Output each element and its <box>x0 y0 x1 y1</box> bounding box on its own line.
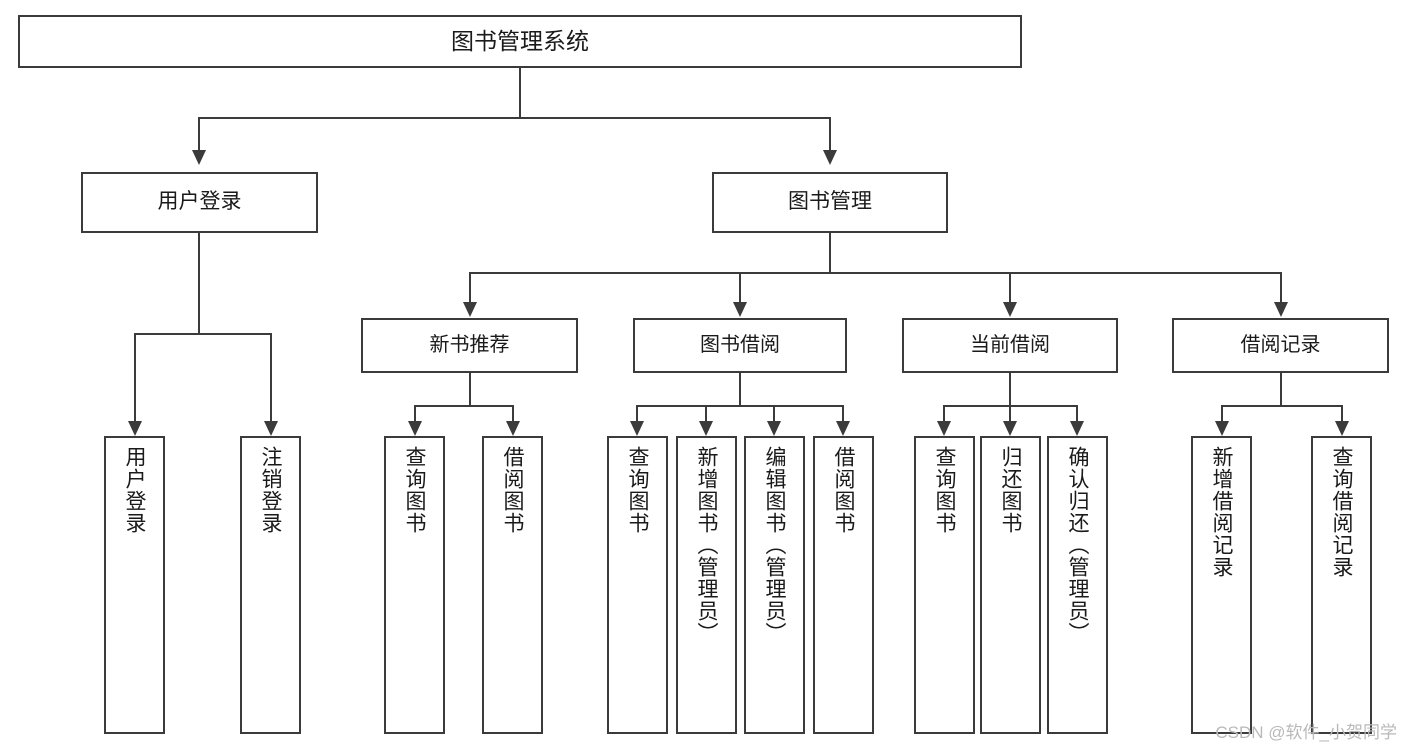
connector-current-borrow-child-1 <box>943 405 945 421</box>
connector-borrow-record-stem <box>1280 373 1282 406</box>
arrowhead-new-book-child-1 <box>408 421 422 436</box>
node-borrow-record-label: 借阅记录 <box>1240 334 1321 356</box>
connector-book-borrow-child-2 <box>705 405 707 421</box>
connector-bm-to-book-borrow <box>739 272 741 302</box>
arrowhead-user-login-child-1 <box>128 421 142 436</box>
node-leaf-borrow-book-1-label: 借阅图书 <box>501 446 524 534</box>
node-root-system[interactable]: 图书管理系统 <box>18 15 1022 68</box>
connector-current-borrow-stem <box>1009 373 1011 406</box>
arrowhead-book-borrow-child-2 <box>699 421 713 436</box>
connector-bm-to-borrow-record <box>1280 272 1282 302</box>
node-leaf-query-book-2[interactable]: 查询图书 <box>607 436 668 734</box>
node-leaf-query-book-2-label: 查询图书 <box>626 446 649 534</box>
connector-new-book-bar <box>415 405 513 407</box>
connector-new-book-child-1 <box>414 405 416 421</box>
connector-root-bar <box>198 117 831 119</box>
node-leaf-logout-login[interactable]: 注销登录 <box>240 436 301 734</box>
node-new-book-recommend-label: 新书推荐 <box>429 334 510 356</box>
csdn-watermark: CSDN @软件_小贺同学 <box>1215 723 1397 742</box>
connector-current-borrow-child-3 <box>1076 405 1078 421</box>
node-leaf-add-book-label: 新增图书（管理员） <box>695 446 718 644</box>
node-book-borrow[interactable]: 图书借阅 <box>633 318 847 373</box>
arrowhead-bm-to-book-borrow <box>733 302 747 317</box>
connector-book-management-bar <box>469 272 1281 274</box>
arrowhead-book-borrow-child-3 <box>767 421 781 436</box>
arrowhead-current-borrow-child-2 <box>1003 421 1017 436</box>
connector-current-borrow-bar <box>944 405 1078 407</box>
connector-bm-to-current-borrow <box>1009 272 1011 302</box>
arrowhead-new-book-child-2 <box>506 421 520 436</box>
node-leaf-query-book-1-label: 查询图书 <box>403 446 426 534</box>
node-leaf-confirm-return-label: 确认归还（管理员） <box>1066 446 1089 644</box>
connector-user-login-child-1 <box>134 333 136 421</box>
connector-book-borrow-child-3 <box>773 405 775 421</box>
node-leaf-add-record-label: 新增借阅记录 <box>1210 446 1233 578</box>
connector-root-to-book-management <box>829 117 831 150</box>
node-leaf-borrow-book-2-label: 借阅图书 <box>832 446 855 534</box>
node-leaf-add-record[interactable]: 新增借阅记录 <box>1191 436 1252 734</box>
connector-bm-to-new-book <box>469 272 471 302</box>
node-leaf-edit-book[interactable]: 编辑图书（管理员） <box>744 436 805 734</box>
connector-user-login-child-2 <box>270 333 272 421</box>
node-leaf-user-login-label: 用户登录 <box>123 446 146 534</box>
connector-borrow-record-bar <box>1222 405 1343 407</box>
node-leaf-query-record-label: 查询借阅记录 <box>1330 446 1353 578</box>
arrowhead-book-borrow-child-4 <box>836 421 850 436</box>
node-leaf-return-book[interactable]: 归还图书 <box>980 436 1041 734</box>
connector-borrow-record-child-2 <box>1341 405 1343 421</box>
node-leaf-user-login[interactable]: 用户登录 <box>104 436 165 734</box>
node-leaf-borrow-book-2[interactable]: 借阅图书 <box>813 436 874 734</box>
node-leaf-logout-login-label: 注销登录 <box>259 446 282 534</box>
connector-book-management-stem <box>829 233 831 273</box>
arrowhead-user-login-child-2 <box>264 421 278 436</box>
node-book-borrow-label: 图书借阅 <box>700 334 780 356</box>
arrowhead-root-to-book-management <box>823 150 837 165</box>
node-current-borrow[interactable]: 当前借阅 <box>902 318 1118 373</box>
node-leaf-query-book-3-label: 查询图书 <box>933 446 956 534</box>
arrowhead-book-borrow-child-1 <box>630 421 644 436</box>
connector-root-stem <box>519 68 521 118</box>
connector-user-login-stem <box>198 233 200 334</box>
arrowhead-current-borrow-child-3 <box>1070 421 1084 436</box>
node-user-login[interactable]: 用户登录 <box>81 172 318 233</box>
connector-new-book-stem <box>469 373 471 406</box>
arrowhead-root-to-user-login <box>192 150 206 165</box>
arrowhead-current-borrow-child-1 <box>937 421 951 436</box>
node-leaf-borrow-book-1[interactable]: 借阅图书 <box>482 436 543 734</box>
arrowhead-borrow-record-child-1 <box>1215 421 1229 436</box>
connector-book-borrow-stem <box>739 373 741 406</box>
arrowhead-bm-to-borrow-record <box>1274 302 1288 317</box>
arrowhead-borrow-record-child-2 <box>1335 421 1349 436</box>
node-borrow-record[interactable]: 借阅记录 <box>1172 318 1389 373</box>
connector-root-to-user-login <box>198 117 200 150</box>
node-current-borrow-label: 当前借阅 <box>970 334 1050 356</box>
node-leaf-edit-book-label: 编辑图书（管理员） <box>763 446 786 644</box>
connector-borrow-record-child-1 <box>1221 405 1223 421</box>
node-leaf-add-book[interactable]: 新增图书（管理员） <box>676 436 737 734</box>
connector-book-borrow-child-1 <box>636 405 638 421</box>
node-leaf-query-book-1[interactable]: 查询图书 <box>384 436 445 734</box>
node-leaf-confirm-return[interactable]: 确认归还（管理员） <box>1047 436 1108 734</box>
node-new-book-recommend[interactable]: 新书推荐 <box>361 318 578 373</box>
connector-user-login-bar <box>135 333 272 335</box>
connector-new-book-child-2 <box>512 405 514 421</box>
arrowhead-bm-to-current-borrow <box>1003 302 1017 317</box>
node-root-system-label: 图书管理系统 <box>451 28 589 55</box>
connector-book-borrow-child-4 <box>842 405 844 421</box>
node-book-management-label: 图书管理 <box>788 190 872 214</box>
node-leaf-query-book-3[interactable]: 查询图书 <box>914 436 975 734</box>
node-user-login-label: 用户登录 <box>157 190 242 214</box>
node-leaf-return-book-label: 归还图书 <box>999 446 1022 534</box>
node-book-management[interactable]: 图书管理 <box>712 172 948 233</box>
connector-current-borrow-child-2 <box>1009 405 1011 421</box>
connector-book-borrow-bar <box>637 405 844 407</box>
node-leaf-query-record[interactable]: 查询借阅记录 <box>1311 436 1372 734</box>
arrowhead-bm-to-new-book <box>463 302 477 317</box>
